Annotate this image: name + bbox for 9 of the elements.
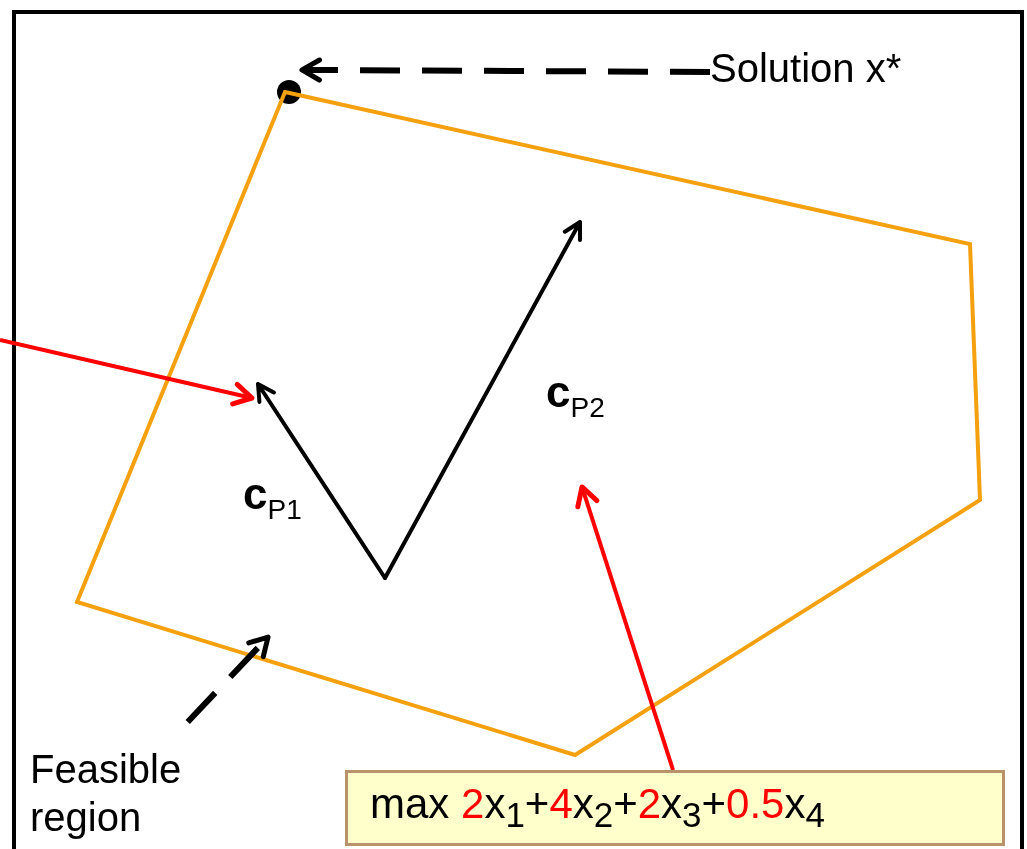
- dashed-arrow: [299, 57, 710, 83]
- vector-label: c$_{P1}$: [243, 470, 302, 526]
- vector-label: c$_{P2}$: [546, 368, 605, 424]
- arrow: [0, 338, 255, 407]
- arrow: [575, 484, 675, 771]
- solution-label: Solution x*: [710, 46, 960, 98]
- region-label: Feasible region: [30, 745, 220, 845]
- objective-formula-box: max 2x$_{1}$+4x$_{2}$+2x$_{3}$+0.5x$_{4}$: [345, 770, 1005, 846]
- dashed-arrow: [185, 634, 271, 725]
